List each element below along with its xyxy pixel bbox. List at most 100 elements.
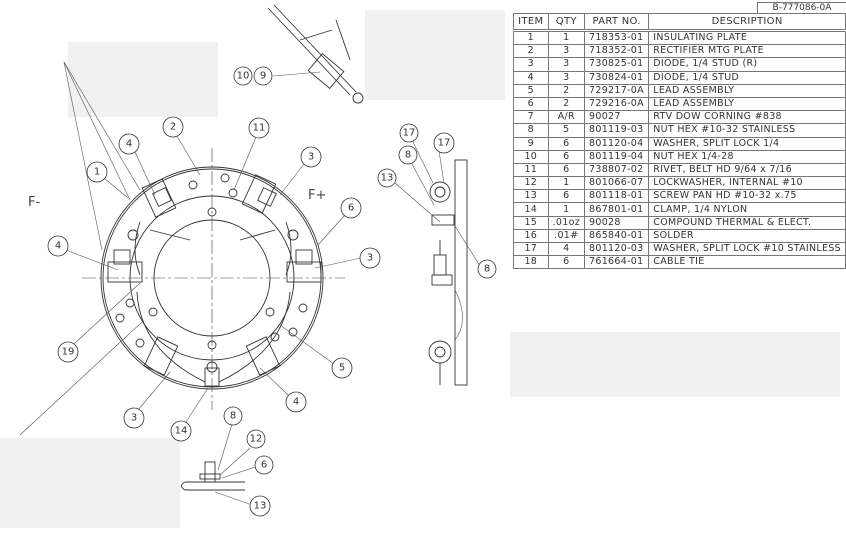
item-balloons: 10 9 1 2 11 4 3 6 3 4 19 5 4 3 14 8 12 6… [47,66,497,517]
cell-qty: 2 [547,83,586,98]
svg-text:19: 19 [62,347,75,358]
cell-desc: RIVET, BELT HD 9/64 x 7/16 [648,162,846,178]
cell-qty: 1 [547,29,586,46]
cell-part: 729217-0A [583,83,650,98]
cell-part: 730825-01 [583,57,650,72]
cell-part: 761664-01 [583,255,650,270]
cell-part: 90027 [583,110,650,125]
svg-text:9: 9 [260,71,266,82]
cell-qty: .01oz [547,215,586,230]
balloon-3: 3 [359,247,381,269]
cell-qty: A/R [547,110,586,125]
cell-part: 865840-01 [583,228,650,244]
cell-desc: NUT HEX 1/4-28 [648,149,846,164]
svg-text:6: 6 [261,460,267,471]
cell-desc: CABLE TIE [648,255,846,270]
column-header-description: DESCRIPTION [648,13,846,32]
svg-text:11: 11 [253,123,266,134]
f-plus-label: F+ [308,188,326,203]
cell-desc: WASHER, SPLIT LOCK #10 STAINLESS [648,241,846,257]
svg-text:13: 13 [381,173,394,184]
balloon-6: 6 [340,197,362,219]
svg-text:12: 12 [250,434,263,445]
cell-desc: DIODE, 1/4 STUD [648,70,846,85]
cell-desc: RTV DOW CORNING #838 [648,110,846,125]
column-header-qty: QTY [547,13,586,32]
svg-text:10: 10 [237,71,250,82]
cell-item: 1 [513,29,549,46]
balloon-1: 1 [86,161,108,183]
cell-qty: 6 [547,149,586,164]
balloon-17: 17 [433,132,455,154]
cell-part: 801066-07 [583,176,650,191]
svg-text:17: 17 [438,138,451,149]
cell-desc: LOCKWASHER, INTERNAL #10 [648,176,846,191]
bottom-detail-view [181,423,256,506]
cell-qty: 6 [547,255,586,270]
drawing-number: B-777086-0A [757,2,846,14]
svg-text:8: 8 [405,150,411,161]
cell-desc: RECTIFIER MTG PLATE [648,44,846,59]
top-detail-view [267,4,364,104]
cell-item: 7 [513,110,549,125]
cell-qty: 6 [547,162,586,178]
cell-desc: DIODE, 1/4 STUD (R) [648,57,846,72]
cell-item: 15 [513,215,549,230]
svg-text:17: 17 [403,128,416,139]
balloon-13: 13 [249,495,271,517]
svg-text:2: 2 [170,122,176,133]
cell-item: 5 [513,83,549,98]
cell-item: 9 [513,136,549,151]
cell-qty: 6 [547,189,586,204]
svg-text:6: 6 [348,203,354,214]
cell-item: 13 [513,189,549,204]
cell-desc: LEAD ASSEMBLY [648,96,846,112]
cell-part: 729216-0A [583,96,650,112]
cell-item: 6 [513,96,549,112]
balloon-19: 19 [57,341,79,363]
balloon-3: 3 [300,146,322,168]
balloon-10: 10 [233,66,253,86]
svg-text:3: 3 [308,152,314,163]
cell-item: 16 [513,228,549,244]
cell-desc: NUT HEX #10-32 STAINLESS [648,123,846,138]
svg-text:14: 14 [175,426,188,437]
cell-part: 801120-03 [583,241,650,257]
balloon-4: 4 [118,133,140,155]
cell-desc: SCREW PAN HD #10-32 x.75 [648,189,846,204]
cell-desc: INSULATING PLATE [648,29,846,46]
svg-text:8: 8 [484,264,490,275]
balloon-4: 4 [47,235,69,257]
balloon-8: 8 [223,406,243,426]
cell-qty: 5 [547,123,586,138]
main-plan-view: F- F+ [19,61,362,436]
cell-desc: COMPOUND THERMAL & ELECT. [648,215,846,230]
cell-part: 801118-01 [583,189,650,204]
svg-text:4: 4 [55,241,61,252]
f-minus-label: F- [28,195,40,210]
cell-part: 738807-02 [583,162,650,178]
cell-qty: 3 [547,57,586,72]
cell-qty: 4 [547,241,586,257]
cell-qty: 2 [547,96,586,112]
cell-part: 730824-01 [583,70,650,85]
balloon-12: 12 [246,429,266,449]
balloon-14: 14 [170,420,192,442]
svg-text:3: 3 [367,253,373,264]
cell-item: 8 [513,123,549,138]
balloon-8: 8 [398,145,418,165]
balloon-11: 11 [248,117,270,139]
cell-part: 718353-01 [583,29,650,46]
